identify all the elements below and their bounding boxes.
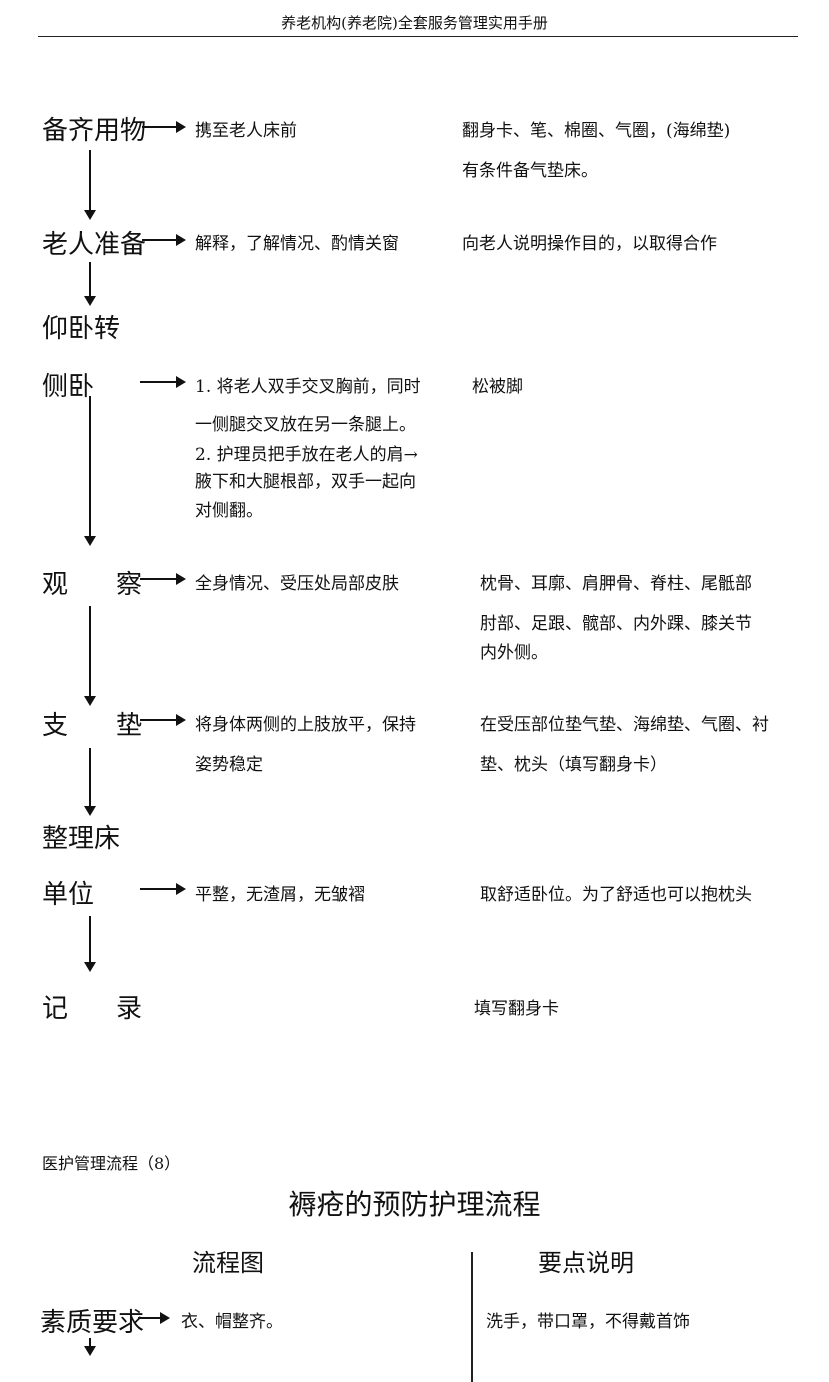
arrow-down xyxy=(89,916,91,964)
step-action-line: 将身体两侧的上肢放平，保持 xyxy=(195,715,416,735)
running-header: 养老机构(养老院)全套服务管理实用手册 xyxy=(281,14,548,32)
header-rule xyxy=(38,36,798,37)
arrow-right xyxy=(138,1317,162,1319)
step-action: 平整，无渣屑，无皱褶 xyxy=(195,885,365,905)
arrow-right-head xyxy=(176,121,186,133)
step-note-line: 肘部、足跟、髋部、内外踝、膝关节 xyxy=(480,614,752,634)
step-note-line: 松被脚 xyxy=(472,377,523,397)
arrow-down xyxy=(89,606,91,698)
step-label-bed-line1: 整理床 xyxy=(42,824,121,854)
step-label-record-a: 记 xyxy=(42,994,69,1024)
step-note-line: 洗手，带口罩，不得戴首饰 xyxy=(486,1312,690,1332)
step-note-line: 向老人说明操作目的，以取得合作 xyxy=(462,234,717,254)
step-label-bed-line2: 单位 xyxy=(42,880,95,910)
arrow-down-head xyxy=(84,296,96,306)
arrow-down xyxy=(89,1338,91,1348)
step-action: 解释，了解情况、酌情关窗 xyxy=(195,234,399,254)
step-label-turn-line1: 仰卧转 xyxy=(42,314,121,344)
arrow-right xyxy=(140,381,178,383)
arrow-right-head xyxy=(160,1312,170,1324)
step-action-line: 对侧翻。 xyxy=(195,501,263,521)
step-note-line: 取舒适卧位。为了舒适也可以抱枕头 xyxy=(480,885,752,905)
arrow-down xyxy=(89,262,91,298)
step-note-line: 枕骨、耳廓、肩胛骨、脊柱、尾骶部 xyxy=(480,574,752,594)
step-label-elder-prep: 老人准备 xyxy=(42,230,147,260)
step-action-line: 腋下和大腿根部，双手一起向 xyxy=(195,472,416,492)
arrow-down xyxy=(89,396,91,538)
arrow-right-head xyxy=(176,573,186,585)
arrow-down xyxy=(89,150,91,212)
column-header-flowchart: 流程图 xyxy=(192,1249,264,1277)
step-label-observe-b: 察 xyxy=(116,570,143,600)
step-label-support-a: 支 xyxy=(42,711,69,741)
arrow-right-head xyxy=(176,376,186,388)
step-action-line: 1. 将老人双手交叉胸前，同时 xyxy=(195,377,421,397)
arrow-right xyxy=(142,239,178,241)
arrow-down-head xyxy=(84,210,96,220)
step-action-line: 一侧腿交叉放在另一条腿上。 xyxy=(195,415,416,435)
step-note-line: 垫、枕头（填写翻身卡） xyxy=(480,755,667,775)
step-action-line: 2. 护理员把手放在老人的肩→ xyxy=(195,445,418,465)
arrow-right-head xyxy=(176,234,186,246)
step-note-line: 在受压部位垫气垫、海绵垫、气圈、衬 xyxy=(480,715,769,735)
step-label-quality: 素质要求 xyxy=(40,1308,145,1338)
step-label-observe-a: 观 xyxy=(42,570,69,600)
arrow-down xyxy=(89,748,91,808)
arrow-down-head xyxy=(84,1346,96,1356)
step-label-turn-line2: 侧卧 xyxy=(42,372,95,402)
arrow-right xyxy=(142,126,178,128)
arrow-down-head xyxy=(84,696,96,706)
arrow-right-head xyxy=(176,714,186,726)
arrow-right xyxy=(140,578,178,580)
column-header-notes: 要点说明 xyxy=(538,1249,634,1277)
arrow-down-head xyxy=(84,806,96,816)
step-action: 全身情况、受压处局部皮肤 xyxy=(195,574,399,594)
step-label-record-b: 录 xyxy=(116,994,143,1024)
step-label-support-b: 垫 xyxy=(116,711,143,741)
section-caption: 医护管理流程（8） xyxy=(42,1154,181,1173)
step-note-line: 翻身卡、笔、棉圈、气圈，(海绵垫) xyxy=(462,121,731,141)
arrow-down-head xyxy=(84,962,96,972)
arrow-right-head xyxy=(176,883,186,895)
arrow-right xyxy=(140,888,178,890)
step-label-prepare-items: 备齐用物 xyxy=(42,116,147,146)
step-note-line: 有条件备气垫床。 xyxy=(462,161,598,181)
step-action: 衣、帽整齐。 xyxy=(181,1312,283,1332)
arrow-down-head xyxy=(84,536,96,546)
section-title: 褥疮的预防护理流程 xyxy=(288,1188,541,1221)
step-action: 携至老人床前 xyxy=(195,121,297,141)
step-note-line: 填写翻身卡 xyxy=(474,999,559,1019)
column-divider xyxy=(471,1252,473,1382)
step-action-line: 姿势稳定 xyxy=(195,755,263,775)
step-note-line: 内外侧。 xyxy=(480,643,548,663)
arrow-right xyxy=(140,719,178,721)
